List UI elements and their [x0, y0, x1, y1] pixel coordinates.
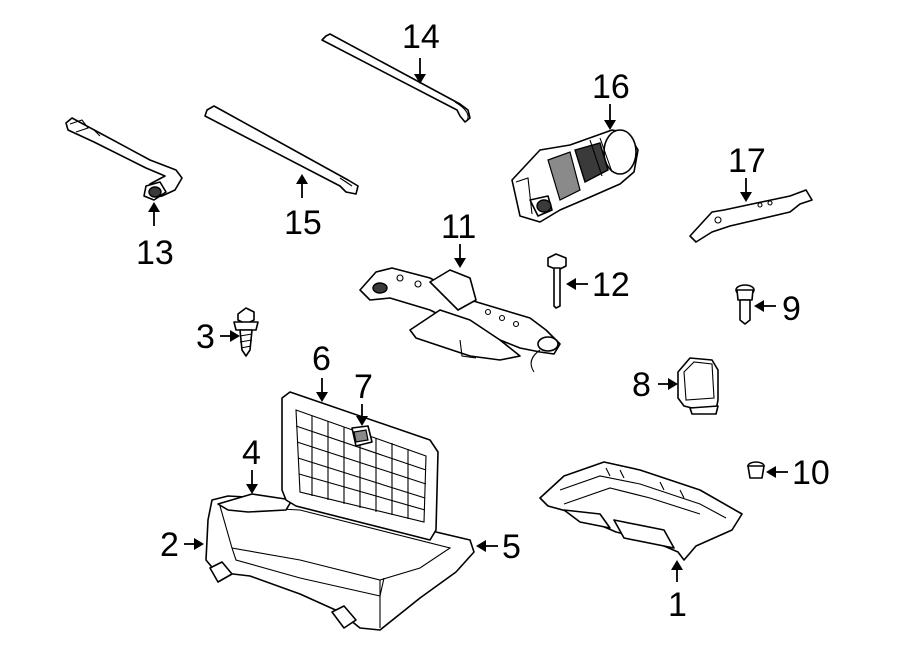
callout-12: 12 — [592, 266, 630, 304]
callout-17: 17 — [728, 142, 766, 180]
part-10-clip — [747, 461, 765, 479]
part-16-tire-inflator — [511, 129, 639, 223]
callout-3: 3 — [196, 318, 215, 356]
part-9-bolt — [735, 284, 755, 325]
callout-4: 4 — [242, 434, 261, 472]
callout-7: 7 — [354, 368, 373, 406]
part-1-tray — [539, 461, 743, 561]
part-15-extension-bar — [204, 105, 359, 195]
callout-11: 11 — [441, 208, 476, 246]
part-17-bracket — [689, 189, 813, 243]
callout-9: 9 — [782, 290, 801, 328]
part-8-pad — [677, 357, 719, 415]
callout-8: 8 — [632, 366, 651, 404]
lid-grid — [295, 416, 427, 519]
callout-10: 10 — [792, 454, 830, 492]
callout-16: 16 — [592, 68, 630, 106]
part-3-bolt — [233, 307, 259, 357]
part-14-jack-handle-rod — [321, 33, 471, 123]
callout-1: 1 — [668, 586, 687, 624]
callout-14: 14 — [402, 18, 440, 56]
callout-2: 2 — [160, 526, 179, 564]
callout-13: 13 — [136, 234, 174, 272]
part-12-pin — [547, 253, 567, 309]
callout-5: 5 — [502, 528, 521, 566]
callout-labels: 14 16 17 13 15 11 12 9 3 8 6 7 10 4 2 5 … — [136, 18, 830, 624]
callout-arrows — [148, 58, 788, 582]
part-11-scissor-jack — [359, 267, 561, 373]
callout-15: 15 — [284, 204, 322, 242]
callout-6: 6 — [312, 340, 331, 378]
part-13-lug-wrench — [65, 117, 183, 201]
part-7-latch — [351, 425, 373, 447]
